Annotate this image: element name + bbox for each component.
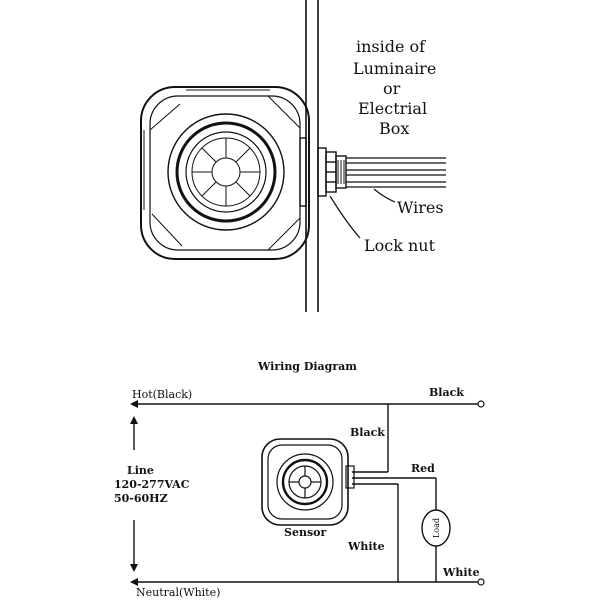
hot-arrow xyxy=(130,400,138,408)
wires-leader-line xyxy=(373,188,396,203)
wiring-title: Wiring Diagram xyxy=(257,360,357,373)
wires-label: Wires xyxy=(397,198,444,217)
load-circle xyxy=(421,509,451,547)
note-line-4: Electrial xyxy=(358,99,427,118)
output-terminals xyxy=(477,400,485,586)
out-white-label: White xyxy=(442,566,480,579)
sensor-black-label: Black xyxy=(350,426,385,439)
sensor-label: Sensor xyxy=(284,526,326,539)
wires xyxy=(346,157,446,188)
locknut-leader-line xyxy=(329,195,361,239)
line-bottom-arrow xyxy=(130,564,138,572)
line-top-arrow xyxy=(130,416,138,424)
note-line-1: inside of xyxy=(356,37,426,56)
lock-nut xyxy=(317,147,347,197)
line-label-3: 50-60HZ xyxy=(114,492,168,505)
hot-label: Hot(Black) xyxy=(132,388,192,401)
line-label-2: 120-277VAC xyxy=(114,478,190,491)
out-red-label: Red xyxy=(411,462,435,475)
black-terminal xyxy=(477,400,485,408)
neutral-label: Neutral(White) xyxy=(136,586,220,599)
line-label-1: Line xyxy=(127,464,154,477)
neutral-arrow xyxy=(130,578,138,586)
out-black-label: Black xyxy=(429,386,464,399)
sensor-white-label: White xyxy=(347,540,385,553)
note-line-3: or xyxy=(383,79,401,98)
wiring-diagram xyxy=(133,403,478,583)
note-line-2: Luminaire xyxy=(353,59,436,78)
mounting-diagram xyxy=(140,0,446,312)
terminal-arrows xyxy=(130,400,138,586)
locknut-label: Lock nut xyxy=(364,236,436,255)
sensor-body xyxy=(140,86,310,260)
mounting-flange xyxy=(299,137,307,207)
note-line-5: Box xyxy=(379,119,409,138)
sensor-icon xyxy=(261,438,355,526)
white-terminal xyxy=(477,578,485,586)
load-label: Load xyxy=(432,518,441,538)
